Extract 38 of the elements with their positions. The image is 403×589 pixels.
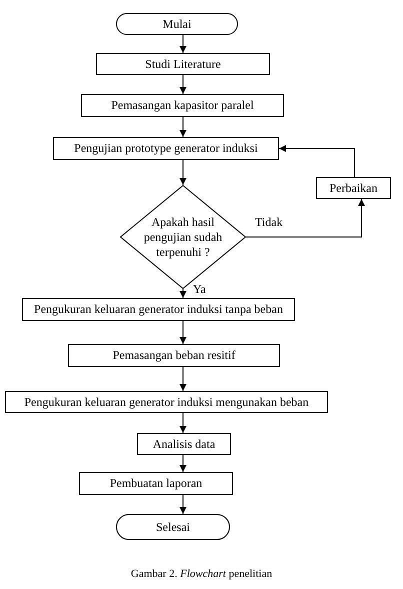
edge-label: Tidak — [254, 216, 284, 228]
process-box — [68, 344, 280, 367]
node-text: Mulai — [162, 16, 192, 32]
arrow — [180, 412, 186, 434]
arrow — [180, 74, 186, 94]
caption: Gambar 2. Flowchart penelitian — [130, 567, 274, 582]
process-box — [137, 433, 231, 455]
process-box — [79, 472, 233, 495]
node-text: Perbaikan — [330, 180, 378, 196]
arrow — [180, 320, 186, 344]
node-text: Selesai — [156, 520, 190, 534]
node-text: Pemasangan kapasitor paralel — [111, 98, 254, 113]
arrow — [180, 34, 186, 54]
arrow — [246, 198, 365, 238]
process-box — [5, 391, 328, 413]
process-box — [96, 53, 270, 75]
node-text: Analisis data — [152, 436, 216, 452]
terminal-box — [116, 514, 230, 540]
node-text: Pengujian prototype generator induksi — [74, 141, 258, 156]
node-text: Pemasangan beban resitif — [112, 348, 236, 363]
node-text: Pengukuran keluaran generator induksi tanpa beban — [34, 302, 283, 317]
arrow — [180, 160, 186, 186]
terminal-box — [116, 13, 238, 35]
node-text: Apakah hasil pengujian sudah terpenuhi ? — [142, 214, 224, 260]
node-text: Pengukuran keluaran generator induksi mengunakan beban — [24, 394, 309, 410]
arrow — [180, 494, 186, 514]
process-box — [53, 137, 279, 160]
process-box — [22, 298, 295, 321]
arrow — [180, 454, 186, 472]
node-text: Pembuatan laporan — [110, 476, 202, 491]
node-text: Studi Literature — [145, 56, 221, 72]
arrow — [180, 366, 186, 392]
arrow — [180, 116, 186, 138]
arrow — [180, 288, 186, 298]
process-box — [316, 177, 391, 199]
arrow — [278, 145, 355, 178]
process-box — [81, 94, 284, 117]
edge-label: Ya — [192, 283, 207, 295]
